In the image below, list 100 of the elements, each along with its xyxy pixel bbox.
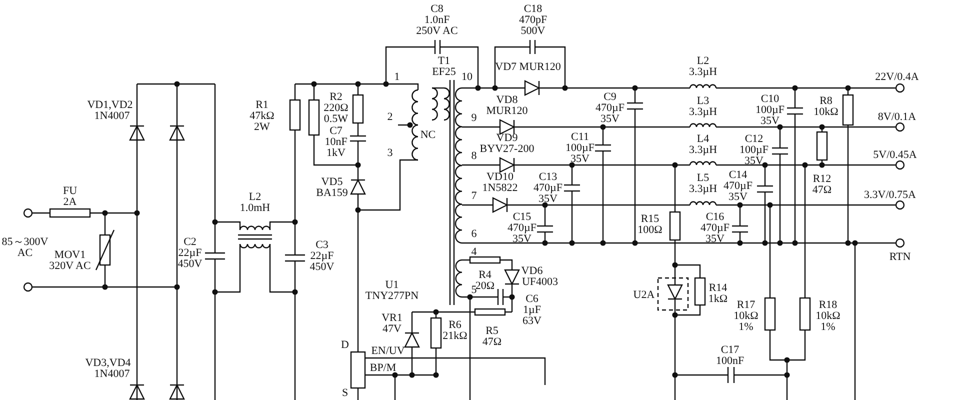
component-label: 470µF [700,223,730,234]
component-label: 2A [63,197,77,208]
pin-label: 7 [471,191,477,202]
component-label: 100µF [566,143,594,154]
component-label: 35V [512,234,532,245]
component-label: VD7 MUR120 [495,62,561,73]
component-label: 22µF [310,251,334,262]
component-label: 1N4007 [94,111,130,122]
component-label: 35V [760,116,780,127]
component-label: C16 [706,212,724,223]
component-label: EF25 [432,67,456,78]
component-label: R1 [256,100,268,111]
component-label: C9 [604,92,616,103]
component-label: L5 [696,173,710,184]
component-label: R18 [818,300,838,311]
component-label: VD6 [521,266,543,277]
component-label: 470pF [518,15,548,26]
output-terminal-label: 8V/0.1A [878,112,916,123]
component-label: 3.3µH [688,67,718,78]
component-label: 1% [738,322,754,333]
input-voltage-label: AC [17,248,33,259]
component-label: 63V [522,316,542,327]
component-label: 450V [310,262,334,273]
component-label: 22µF [178,248,202,259]
component-label: 470µF [508,223,536,234]
component-label: 10kΩ [816,311,840,322]
output-terminal-label: RTN [889,252,911,263]
pin-label: 4 [471,247,477,258]
component-label: FU [62,186,78,197]
component-label: 10kΩ [814,107,838,118]
component-label: R8 [820,96,832,107]
component-label: 470µF [534,183,562,194]
component-label: VD10 [486,172,514,183]
component-label: VD5 [321,177,343,188]
output-terminal-label: 3.3V/0.75A [864,190,916,201]
pin-label: 1 [394,72,400,83]
pin-label: 6 [471,229,477,240]
component-label: L4 [696,134,710,145]
component-label: VD9 [496,133,518,144]
component-label: C12 [744,134,764,145]
pin-label: 8 [471,151,477,162]
component-label: R5 [486,326,498,337]
component-label: C18 [524,4,542,15]
component-label: 1.0mH [240,203,270,214]
pin-label: 9 [471,113,477,124]
component-label: 10kΩ [734,311,758,322]
component-label: 47Ω [482,337,502,348]
component-label: 35V [728,192,748,203]
pin-label: 3 [387,148,393,159]
component-label: R6 [448,320,462,331]
component-label: 1N4007 [94,369,130,380]
component-label: 450V [178,259,202,270]
component-label: 1µF [523,305,541,316]
component-label: L2 [696,56,710,67]
component-label: 35V [538,194,558,205]
component-label: VD8 [496,95,518,106]
component-label: TNY277PN [365,291,419,302]
pin-label: 5 [471,285,477,296]
pin-label: S [342,388,348,399]
component-label: VD3,VD4 [85,358,131,369]
pin-label: 2 [387,112,393,123]
component-label: 1% [820,322,836,333]
component-label: 21kΩ [442,331,468,342]
component-label: C8 [430,4,444,15]
component-label: R12 [812,174,832,185]
component-label: C3 [316,240,328,251]
component-label: 470µF [596,103,624,114]
component-label: VD1,VD2 [87,100,133,111]
component-label: 35V [600,114,620,125]
component-label: L3 [696,96,710,107]
component-label: R17 [736,300,756,311]
component-label: 100µF [756,105,784,116]
component-label: L2 [248,192,262,203]
pin-label: BP/M [370,363,396,374]
output-terminal-label: 5V/0.45A [873,150,917,161]
component-label: C15 [512,212,532,223]
component-label: 35V [570,154,590,165]
pin-label: 10 [462,72,472,83]
component-label: 0.5W [324,114,348,125]
component-label: 100nF [716,356,744,367]
component-label: 1kΩ [708,294,728,305]
output-terminal-label: 22V/0.4A [875,72,919,83]
component-label: C10 [760,94,780,105]
component-label: 3.3µH [688,184,718,195]
component-label: C13 [538,172,558,183]
component-label: 35V [744,156,764,167]
component-label: T1 [438,56,450,67]
component-label: R4 [478,270,492,281]
component-label: 3.3µH [688,107,718,118]
component-label: 47Ω [812,185,832,196]
component-label: C11 [571,132,589,143]
component-label: 35V [706,234,724,245]
component-label: MUR120 [486,106,528,117]
component-label: BYV27-200 [480,144,534,155]
component-label: VR1 [382,313,402,324]
pin-label: D [341,340,349,351]
component-label: 470µF [724,181,752,192]
component-label: 1N5822 [482,183,518,194]
component-label: MOV1 [54,250,86,261]
component-label: 250V AC [416,26,458,37]
